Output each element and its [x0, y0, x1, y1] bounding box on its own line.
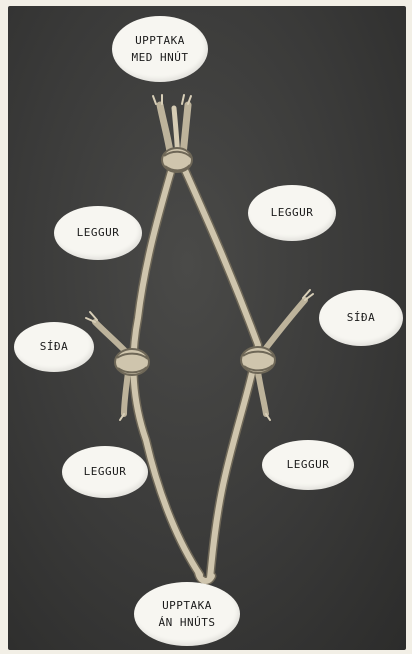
label-side-left: SÍÐA [14, 322, 94, 372]
label-leg-upper-left: LEGGUR [54, 206, 142, 260]
left-knot [115, 349, 149, 375]
right-knot-tail-down [258, 372, 266, 414]
label-side-right: SÍÐA [319, 290, 403, 346]
label-leg-upper-right: LEGGUR [248, 185, 336, 241]
label-top-anchor: UPPTAKA MED HNÚT [112, 16, 208, 82]
right-knot-tail-up [266, 300, 305, 348]
left-knot-tail-down [124, 372, 128, 414]
right-knot [241, 347, 275, 373]
rope-right-strand [184, 168, 258, 578]
label-leg-lower-left: LEGGUR [62, 446, 148, 498]
top-knot [162, 148, 192, 172]
label-leg-lower-right: LEGGUR [262, 440, 354, 490]
label-bottom-anchor: UPPTAKA ÁN HNÚTS [134, 582, 240, 646]
